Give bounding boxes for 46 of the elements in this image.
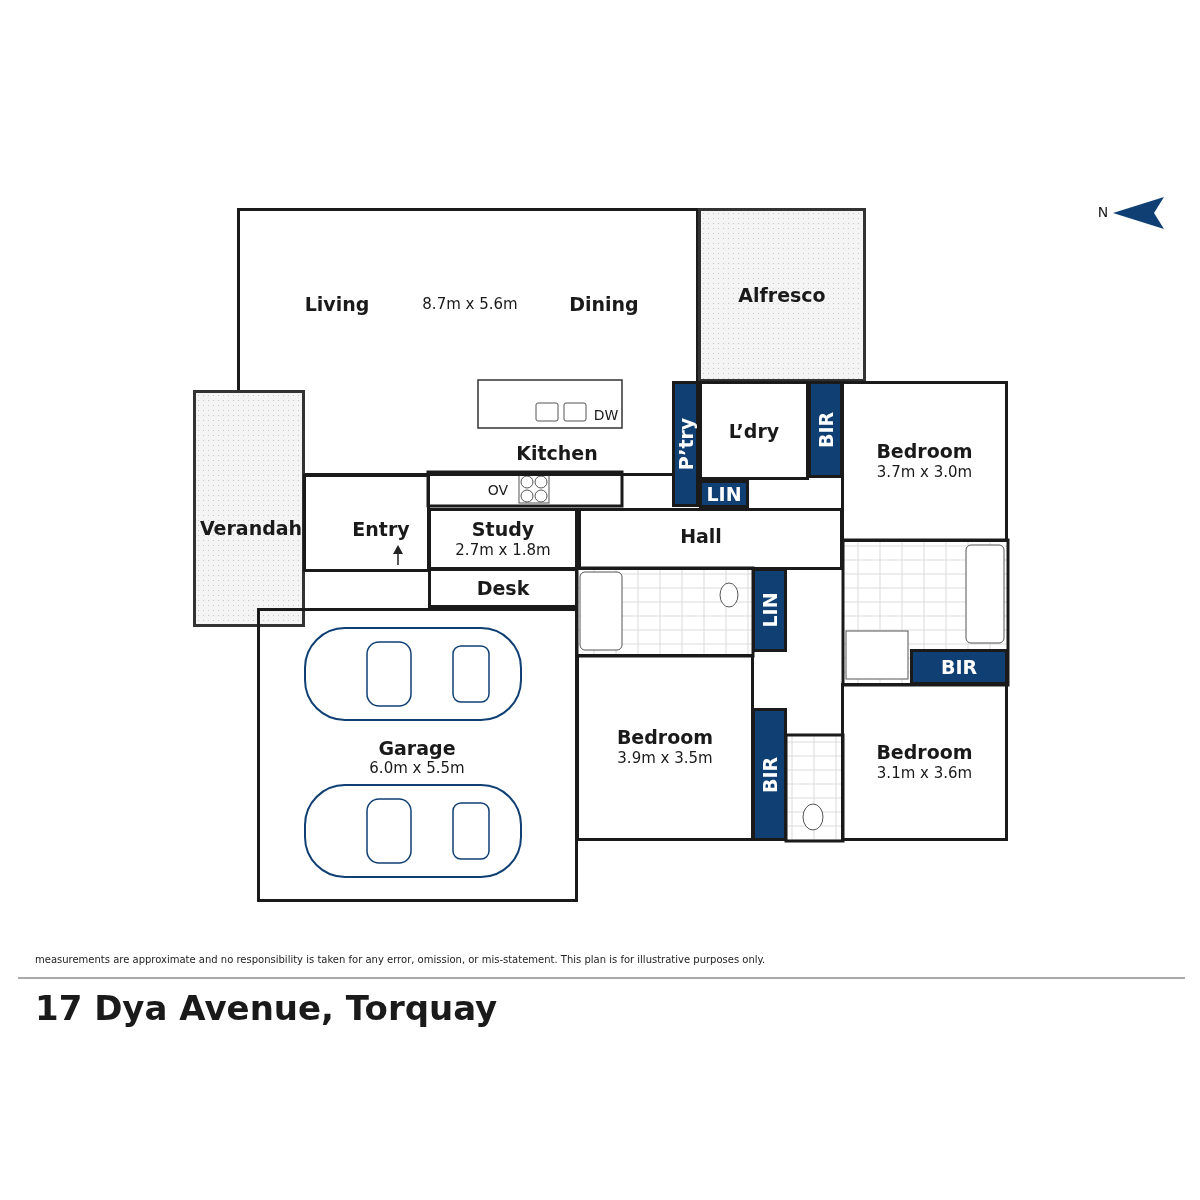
disclaimer-text: measurements are approximate and no responsibility is taken for any error, omission, or mis-statement. This plan is for illustrative purposes only. xyxy=(35,954,766,965)
room-name: Bedroom xyxy=(876,740,973,763)
outdoor-area xyxy=(193,390,305,627)
room-outline xyxy=(303,474,430,572)
appliance-label: OV xyxy=(487,482,509,498)
cupboard-label: LIN xyxy=(758,592,781,628)
room-name: Dining xyxy=(569,293,639,315)
compass-letter: N xyxy=(1097,204,1109,220)
room-outline xyxy=(578,508,843,570)
cupboard-block xyxy=(752,568,787,652)
room-name: Kitchen xyxy=(516,442,598,464)
cupboard-block xyxy=(808,381,843,478)
room-name: Living xyxy=(304,293,370,315)
cupboard-label: BIR xyxy=(814,411,837,448)
cupboard-block xyxy=(910,649,1008,685)
room-dimensions: 3.1m x 3.6m xyxy=(876,763,973,782)
room-dimensions: 3.7m x 3.0m xyxy=(876,463,973,481)
room-name: Desk xyxy=(476,577,530,599)
room-dimensions: 3.9m x 3.5m xyxy=(617,749,713,767)
room-name: Bedroom xyxy=(616,726,714,748)
outdoor-area xyxy=(698,208,866,382)
room-outline xyxy=(428,568,578,608)
room-name: Alfresco xyxy=(738,284,826,306)
room-dimensions: 8.7m x 5.6m xyxy=(422,295,518,313)
room-name: Garage xyxy=(378,737,456,759)
room-name: Entry xyxy=(352,518,410,540)
cupboard-label: P’try xyxy=(674,417,697,471)
room-outline xyxy=(257,608,578,902)
room-outline xyxy=(841,683,1008,841)
cupboard-label: BIR xyxy=(940,656,978,678)
cupboard-label: BIR xyxy=(758,756,781,793)
cupboard-block xyxy=(699,480,749,508)
cupboard-block xyxy=(752,708,787,841)
room-outline xyxy=(428,508,578,570)
room-name: L’dry xyxy=(728,419,780,442)
room-name: Bedroom xyxy=(876,440,973,462)
room-name: Hall xyxy=(680,525,722,547)
room-dimensions: 6.0m x 5.5m xyxy=(369,759,465,777)
cupboard-label: LIN xyxy=(706,483,742,505)
room-name: Study xyxy=(471,517,535,540)
appliance-label: DW xyxy=(593,407,619,423)
room-name: Verandah xyxy=(199,517,303,539)
room-dimensions: 2.7m x 1.8m xyxy=(455,540,551,559)
cupboard-block xyxy=(672,381,699,507)
address-title: 17 Dya Avenue, Torquay xyxy=(35,988,498,1028)
room-outline xyxy=(841,381,1008,542)
